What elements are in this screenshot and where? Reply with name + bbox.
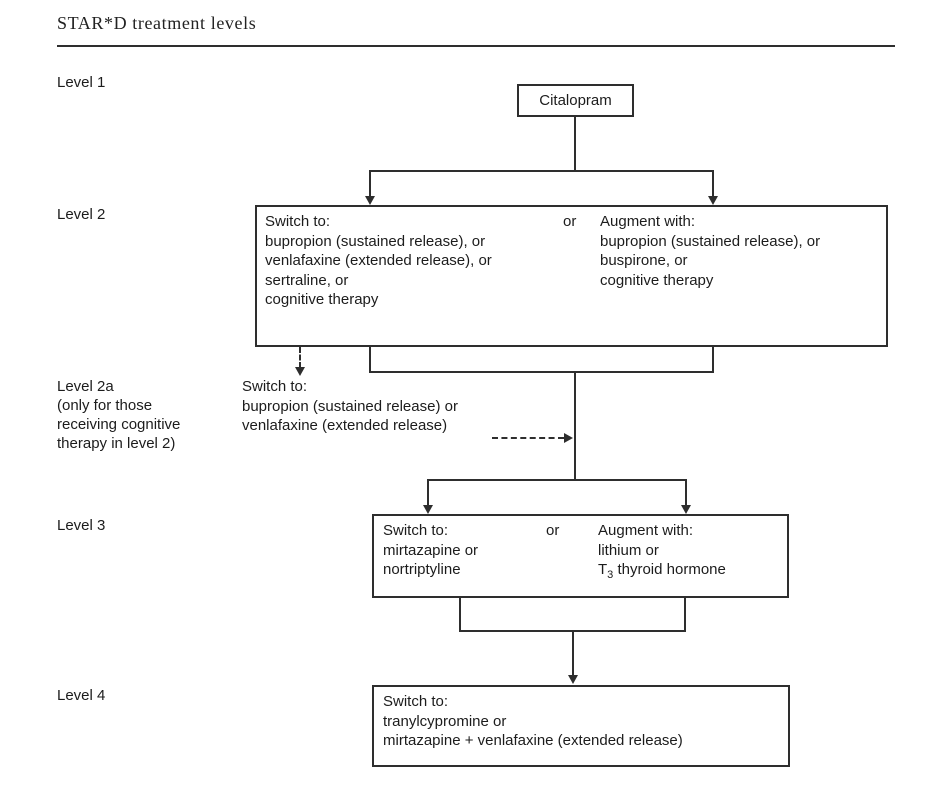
level3-label: Level 3 [57,517,106,534]
arrowhead-down-icon [295,367,305,376]
level2-augment-column: Augment with: bupropion (sustained relea… [600,212,820,290]
connector-line [369,170,371,197]
level2-label: Level 2 [57,206,106,223]
connector-line [712,170,714,197]
level3-box: Switch to: mirtazapine or nortriptyline … [372,514,789,598]
augment-heading: Augment with: [598,522,694,539]
connector-line [459,598,461,632]
level2a-label-line: receiving cognitive [57,416,181,433]
switch-option: tranylcypromine or [383,712,507,730]
connector-line [574,371,576,481]
title-rule [57,45,895,47]
level2-switch-column: Switch to: bupropion (sustained release)… [265,212,492,310]
level2-or-text: or [563,213,577,230]
level4-label: Level 4 [57,687,106,704]
augment-option: bupropion (sustained release), or [600,232,821,250]
level3-switch-column: Switch to: mirtazapine or nortriptyline [383,521,478,580]
switch-option: mirtazapine or [383,541,479,559]
dashed-connector-line [492,437,564,439]
switch-option: nortriptyline [383,561,461,578]
connector-line [572,630,574,675]
connector-line [427,479,429,506]
level2a-content: Switch to: bupropion (sustained release)… [242,377,458,436]
switch-heading: Switch to: [265,213,331,230]
connector-line [369,170,714,172]
connector-line [712,347,714,373]
level4-heading: Switch to: [383,693,449,710]
arrowhead-down-icon [423,505,433,514]
connector-line [427,479,687,481]
level2a-label-line: therapy in level 2) [57,435,176,452]
switch-option: mirtazapine + venlafaxine (extended rele… [383,732,683,749]
level2a-label-line: Level 2a [57,378,114,395]
augment-option-t3: T3 thyroid hormone [598,560,726,586]
switch-heading: Switch to: [383,522,449,539]
t3-subscript: 3 [607,569,614,581]
augment-option: lithium or [598,541,659,559]
arrowhead-down-icon [365,196,375,205]
connector-line [685,479,687,506]
level1-label: Level 1 [57,74,106,91]
citalopram-box: Citalopram [517,84,634,117]
connector-line [574,117,576,170]
connector-line [369,347,371,373]
switch-option: bupropion (sustained release), or [265,232,486,250]
augment-option: buspirone, or [600,252,688,269]
augment-heading: Augment with: [600,213,696,230]
switch-option: venlafaxine (extended release), or [265,252,492,269]
arrowhead-down-icon [568,675,578,684]
connector-line [684,598,686,632]
switch-option: sertraline, or [265,271,349,289]
citalopram-text: Citalopram [539,92,612,109]
level4-content: Switch to: tranylcypromine or mirtazapin… [383,692,683,751]
level2a-option: bupropion (sustained release) or [242,397,458,415]
dashed-connector-line [299,347,301,368]
level2-box: Switch to: bupropion (sustained release)… [255,205,888,347]
augment-option: cognitive therapy [600,271,714,289]
level2a-label: Level 2a (only for those receiving cogni… [57,377,180,453]
arrowhead-right-icon [564,433,573,443]
connector-line [369,371,714,373]
level2a-label-line: (only for those [57,397,153,414]
switch-option: cognitive therapy [265,291,379,308]
arrowhead-down-icon [708,196,718,205]
level3-or-text: or [546,522,560,539]
arrowhead-down-icon [681,505,691,514]
level2a-heading: Switch to: [242,378,308,395]
t3-rest: thyroid hormone [613,561,726,578]
level4-box: Switch to: tranylcypromine or mirtazapin… [372,685,790,767]
diagram-title: STAR*D treatment levels [57,13,257,33]
level3-augment-column: Augment with: lithium or T3 thyroid horm… [598,521,726,586]
t3-prefix: T [598,561,608,578]
level2a-option: venlafaxine (extended release) [242,417,448,434]
